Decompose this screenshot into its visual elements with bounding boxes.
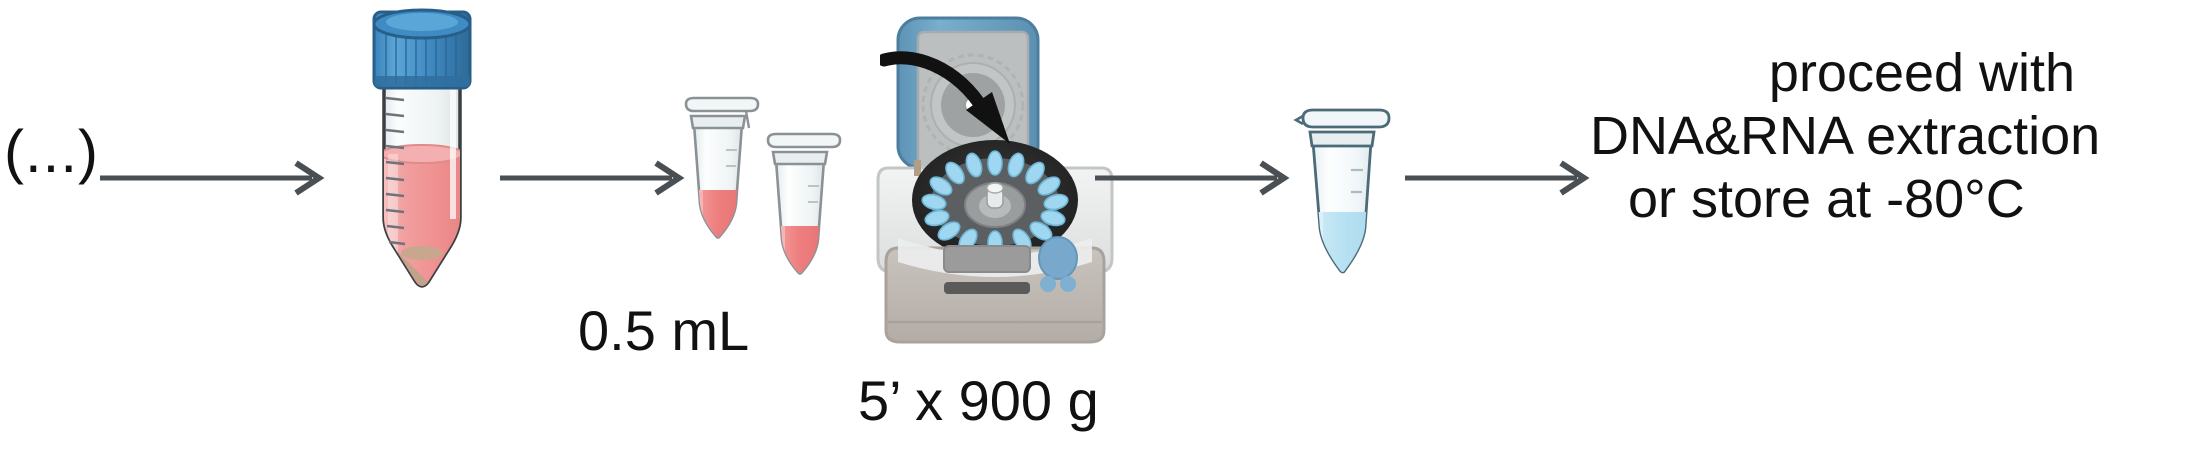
display-panel xyxy=(943,245,1031,273)
aliquot-tube-1 xyxy=(684,96,760,239)
tube-lid-2 xyxy=(766,132,842,149)
rotor-tube-slots xyxy=(921,150,1069,256)
outcome-line-1: proceed with xyxy=(1768,43,2076,103)
cell-pellet xyxy=(396,250,428,286)
control-knob xyxy=(1038,236,1078,280)
supernatant-tube-lid xyxy=(1301,108,1391,129)
tube-lid-1 xyxy=(684,96,760,113)
arrow-1 xyxy=(100,158,330,198)
liquid-meniscus xyxy=(384,144,460,164)
supernatant-tube-figure xyxy=(1293,104,1403,284)
arrow-4 xyxy=(1095,158,1295,198)
aliquot-tube-2 xyxy=(766,132,842,275)
panel-bar xyxy=(944,282,1030,294)
tube-cap xyxy=(372,8,472,90)
outcome-line-3: or store at -80°C xyxy=(1628,169,2025,229)
button-right xyxy=(1060,276,1076,292)
continuation-label: (...) xyxy=(4,118,99,185)
outcome-line-2: DNA&RNA extraction xyxy=(1590,106,2101,166)
arrow-2 xyxy=(500,158,690,198)
arrow-5 xyxy=(1405,158,1595,198)
outcome-text: proceed with DNA&RNA extraction or store… xyxy=(1590,42,2208,231)
volume-label: 0.5 mL xyxy=(578,299,750,362)
spin-label: 5’ x 900 g xyxy=(858,369,1099,432)
conical-tube-figure xyxy=(352,4,492,290)
button-left xyxy=(1040,276,1056,292)
aliquot-tubes-figure xyxy=(680,94,880,284)
rotor-chamber xyxy=(912,140,1078,260)
load-arrow-icon xyxy=(877,48,1030,163)
centrifuge-control-panel xyxy=(884,236,1106,344)
